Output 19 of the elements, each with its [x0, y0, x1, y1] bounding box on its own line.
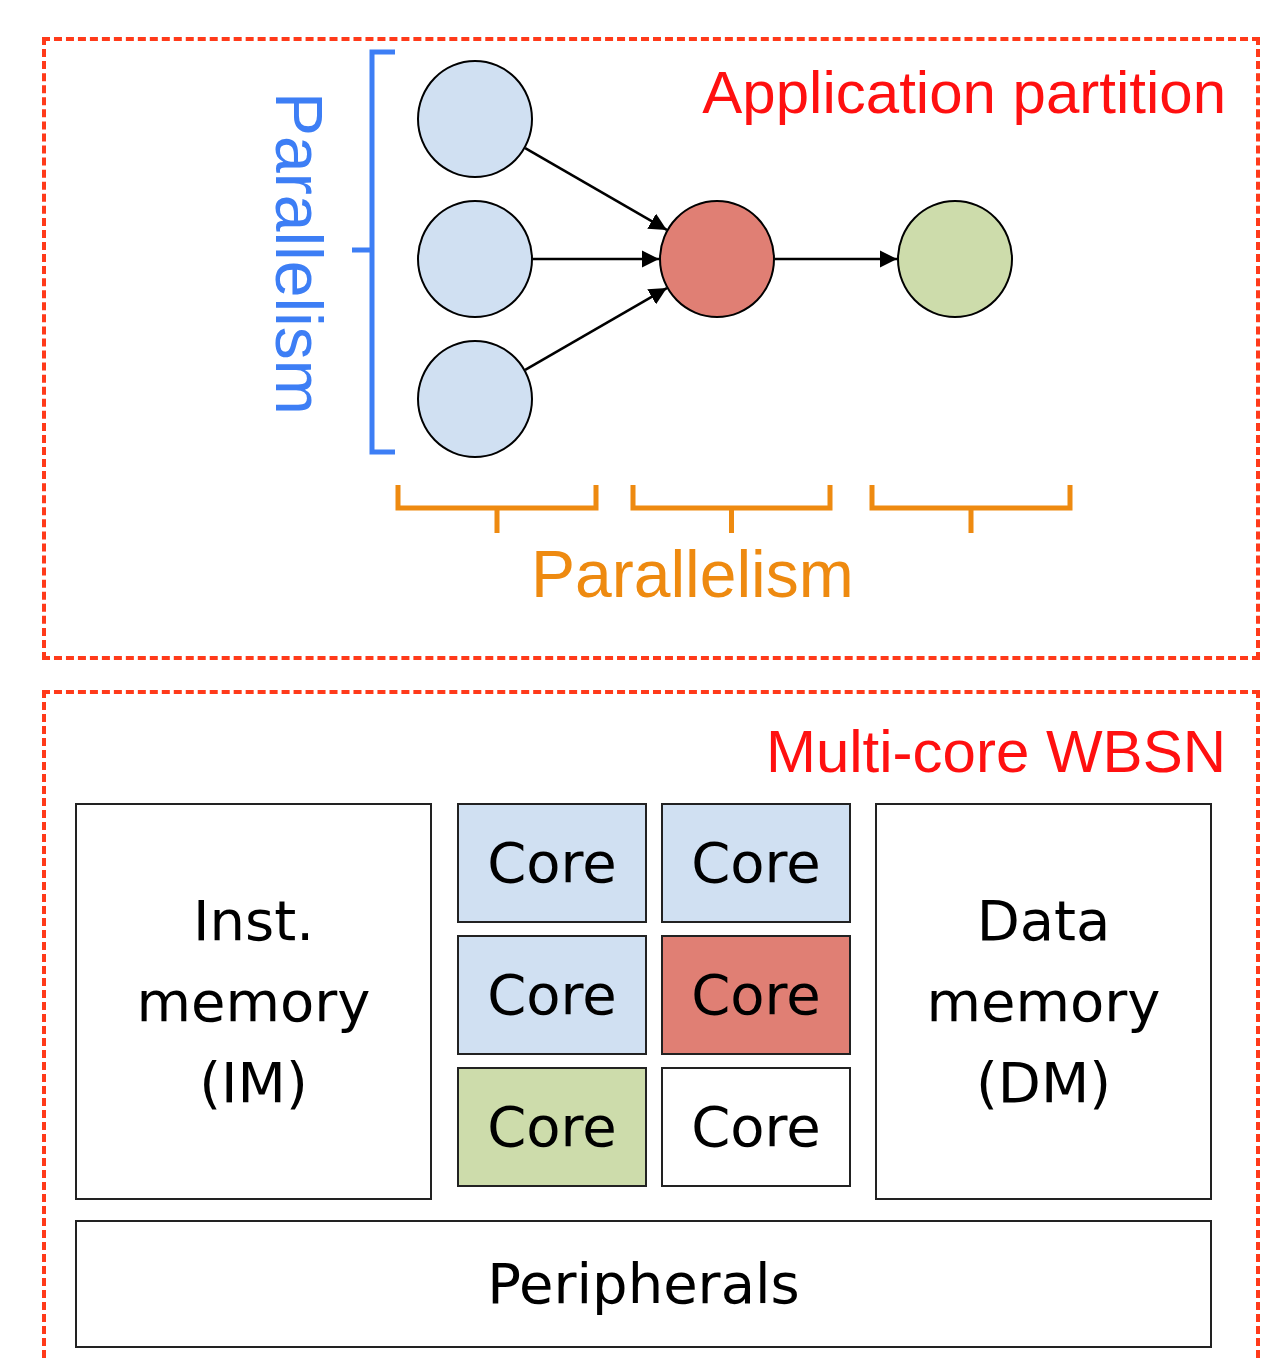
- memory-block: Inst. memory (IM): [75, 803, 432, 1200]
- core-block: Core: [661, 935, 851, 1055]
- dashed-frame: [42, 37, 1260, 660]
- arrow: [524, 146, 668, 232]
- core-block: Core: [457, 803, 647, 923]
- memory-block: Data memory (DM): [875, 803, 1212, 1200]
- parallelism-label: Parallelism: [531, 541, 854, 607]
- core-block: Core: [661, 1067, 851, 1187]
- frame-title: Multi-core WBSN: [765, 722, 1226, 782]
- parallelism-label: Parallelism: [266, 92, 332, 415]
- core-block: Core: [661, 803, 851, 923]
- arrow: [524, 286, 668, 372]
- core-block: Core: [457, 1067, 647, 1187]
- frame-title: Application partition: [702, 63, 1226, 123]
- peripherals-block: Peripherals: [75, 1220, 1212, 1348]
- arrow: [533, 250, 659, 268]
- arrow: [775, 250, 897, 268]
- dashed-frame: [42, 690, 1260, 1358]
- core-block: Core: [457, 935, 647, 1055]
